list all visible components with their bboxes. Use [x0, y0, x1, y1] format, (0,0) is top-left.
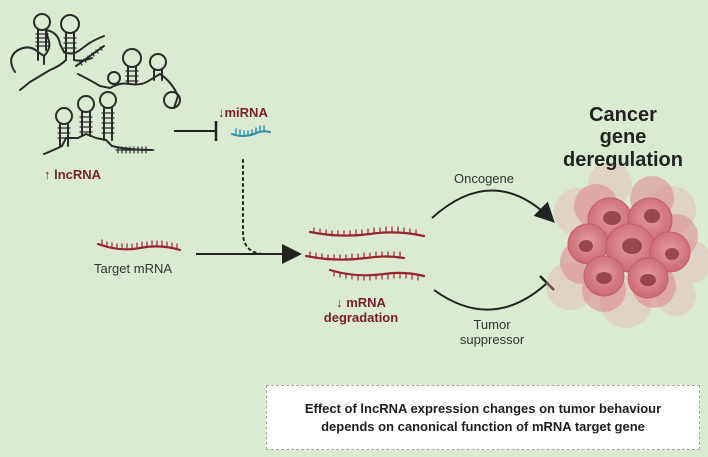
cancer-title-line1: Cancer	[589, 104, 657, 126]
lncrna-structure-icon	[10, 13, 181, 155]
mrna-degradation-line2: degradation	[323, 309, 399, 325]
target-mrna-icon	[96, 239, 182, 252]
summary-note-box: Effect of lncRNA expression changes on t…	[266, 385, 700, 450]
inhibition-tumor-suppressor	[433, 275, 555, 311]
mrna-degradation-label: ↓ mRNA degradation	[316, 295, 406, 326]
lncrna-hairpin-bottom-left	[55, 107, 73, 147]
mirna-binding-dotted-line	[242, 159, 263, 255]
arrow-oncogene	[431, 189, 555, 223]
mirna-icon	[231, 125, 271, 137]
cancer-title-line3: deregulation	[562, 148, 683, 171]
summary-note-line2: depends on canonical function of mRNA ta…	[321, 418, 645, 434]
inhibition-arrow-lncrna-mirna	[174, 121, 218, 141]
lncrna-hairpin-bottom-mid	[77, 95, 95, 137]
cancer-gene-deregulation-title: Cancer gene deregulation	[548, 104, 698, 171]
lncrna-hairpin-top	[19, 14, 93, 91]
tumor-suppressor-line1: Tumor	[473, 317, 511, 332]
tumor-suppressor-line2: suppressor	[459, 331, 525, 347]
lncrna-hairpin-middle	[107, 48, 167, 85]
lncrna-hairpin-bottom-right	[99, 91, 117, 141]
mirna-label: ↓miRNA	[218, 105, 268, 120]
summary-note-text: Effect of lncRNA expression changes on t…	[305, 400, 661, 435]
lncrna-hairpin-left	[33, 13, 51, 51]
cancer-cells-icon	[546, 162, 708, 328]
summary-note-line1: Effect of lncRNA expression changes on t…	[304, 400, 662, 416]
oncogene-label: Oncogene	[454, 171, 514, 186]
cancer-title-line2: gene	[599, 126, 647, 149]
mrna-degradation-line1: ↓ mRNA	[336, 295, 386, 310]
target-mrna-label: Target mRNA	[94, 261, 173, 276]
degraded-mrna-icon	[304, 226, 426, 281]
lncrna-label: ↑ lncRNA	[44, 167, 102, 182]
tumor-suppressor-label: Tumor suppressor	[452, 317, 532, 348]
